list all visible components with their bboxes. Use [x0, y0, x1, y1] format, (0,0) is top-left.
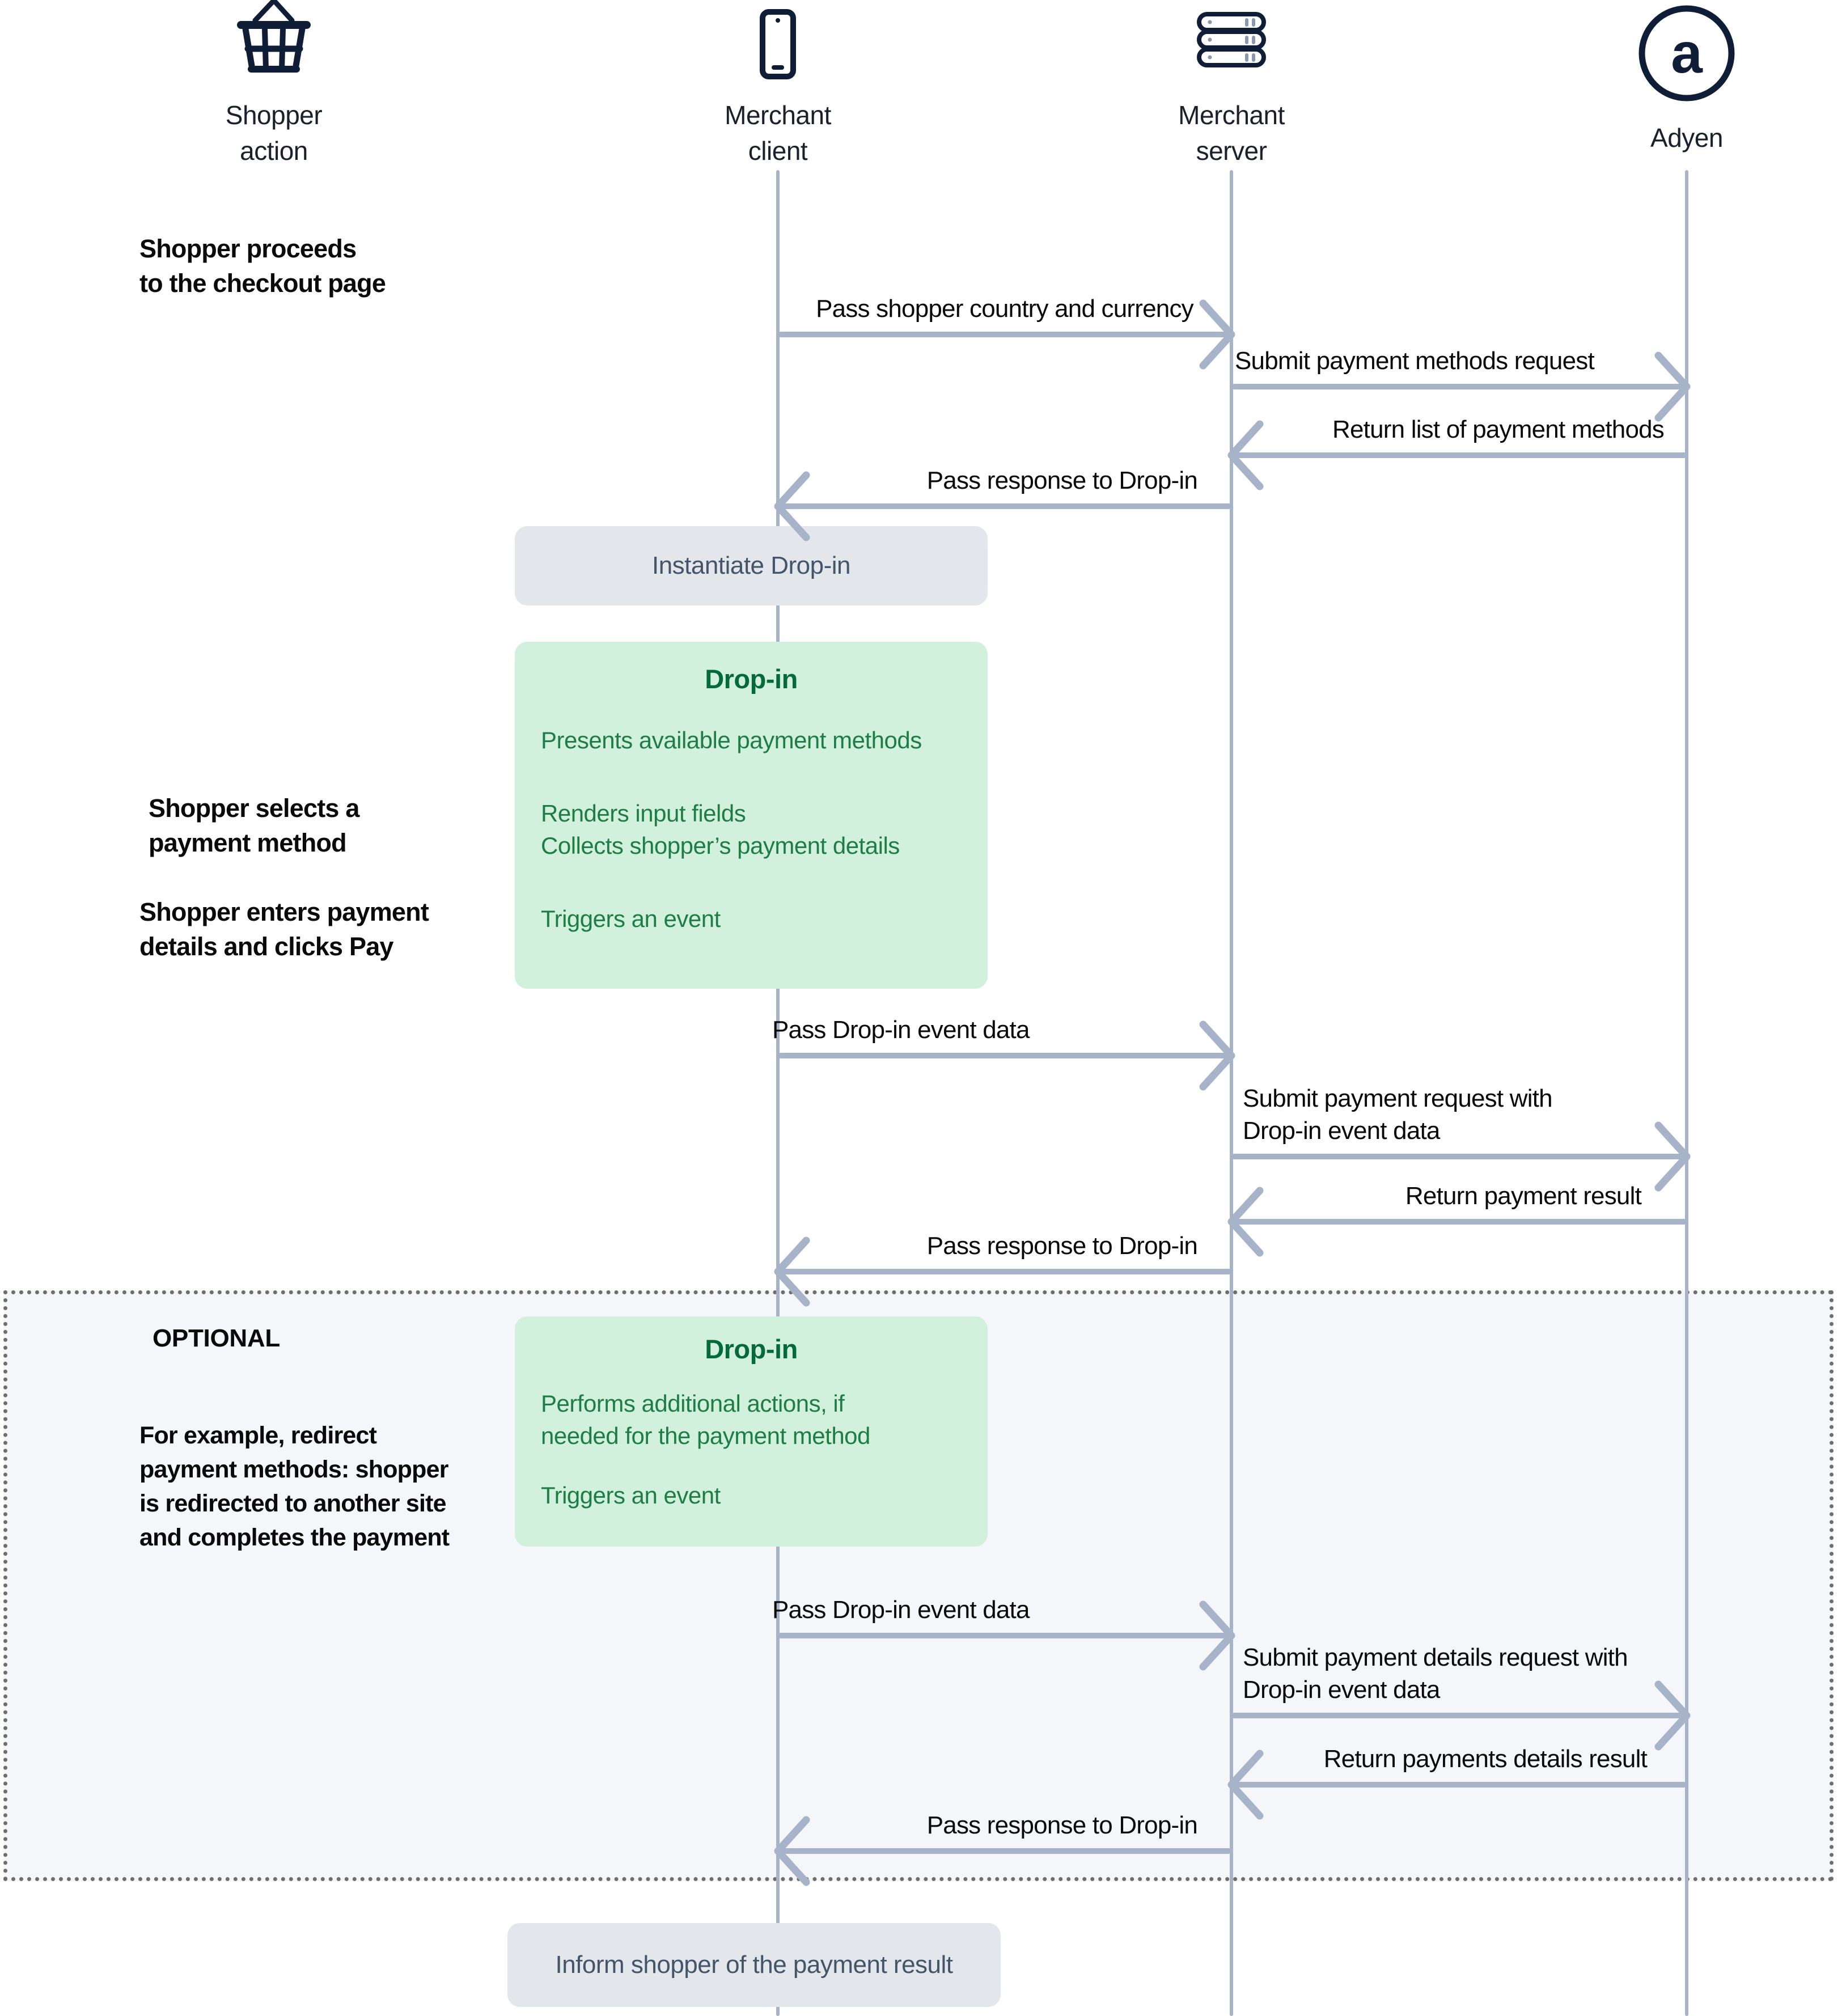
message-arrow-8: Pass response to Drop-in: [774, 1232, 1231, 1307]
message-label: Pass Drop-in event data: [772, 1596, 1030, 1624]
arrowhead-left-icon: [774, 1816, 810, 1886]
arrowhead-left-icon: [1227, 420, 1264, 490]
message-arrow-7: Return payment result: [1227, 1182, 1687, 1257]
message-arrow-4: Pass response to Drop-in: [774, 467, 1231, 541]
actor-label-adyen: Adyen: [1650, 123, 1723, 153]
actor-label-merchant-client: Merchant client: [725, 100, 831, 166]
message-label: Pass response to Drop-in: [926, 467, 1198, 494]
dropin-box2-line1: Performs additional actions, if needed f…: [541, 1390, 870, 1449]
message-arrow-1: Pass shopper country and currency: [778, 295, 1235, 370]
arrowhead-right-icon: [1199, 1020, 1235, 1091]
message-label: Return payments details result: [1323, 1745, 1648, 1773]
arrowhead-right-icon: [1654, 351, 1691, 422]
lifeline-merchant-client: [776, 170, 780, 2016]
actor-merchant-server: Merchant server: [1107, 0, 1356, 176]
dropin-note-box-2: Drop-in Performs additional actions, if …: [515, 1316, 988, 1547]
actor-label-merchant-server: Merchant server: [1178, 100, 1285, 166]
inform-shopper-text: Inform shopper of the payment result: [555, 1951, 953, 1979]
note-shopper-proceeds: Shopper proceeds to the checkout page: [139, 234, 386, 298]
inform-shopper-box: Inform shopper of the payment result: [507, 1923, 1001, 2007]
instantiate-dropin-box: Instantiate Drop-in: [515, 526, 988, 605]
actor-label-shopper-action: Shopper action: [225, 100, 323, 166]
message-label: Pass Drop-in event data: [772, 1016, 1030, 1044]
actor-adyen: a Adyen: [1562, 0, 1811, 176]
message-arrow-2: Submit payment methods request: [1231, 347, 1691, 422]
note-shopper-selects: Shopper selects a payment method: [149, 794, 359, 857]
server-icon: [1197, 12, 1266, 67]
dropin-box1-line2: Renders input fields Collects shopper’s …: [541, 800, 900, 859]
lifeline-merchant-server: [1230, 170, 1233, 2016]
message-arrow-12: Pass response to Drop-in: [774, 1811, 1231, 1886]
note-shopper-enters: Shopper enters payment details and click…: [139, 897, 429, 961]
message-label: Return payment result: [1405, 1182, 1642, 1210]
arrowhead-right-icon: [1199, 1600, 1235, 1671]
arrowhead-right-icon: [1654, 1121, 1691, 1192]
message-arrow-5: Pass Drop-in event data: [772, 1016, 1235, 1091]
arrowhead-left-icon: [1227, 1187, 1264, 1257]
arrowhead-left-icon: [1227, 1750, 1264, 1820]
optional-label: OPTIONAL: [153, 1324, 280, 1352]
message-label: Pass response to Drop-in: [926, 1811, 1198, 1839]
arrowhead-right-icon: [1199, 299, 1235, 370]
arrowhead-right-icon: [1654, 1680, 1691, 1751]
adyen-logo-icon: a: [1638, 5, 1735, 101]
dropin-box2-line2: Triggers an event: [541, 1482, 721, 1509]
message-arrow-9: Pass Drop-in event data: [772, 1596, 1235, 1671]
instantiate-dropin-text: Instantiate Drop-in: [651, 552, 851, 579]
message-label: Return list of payment methods: [1332, 416, 1665, 443]
message-arrow-10: Submit payment details request with Drop…: [1231, 1644, 1691, 1751]
message-label: Submit payment details request with Drop…: [1243, 1644, 1628, 1704]
dropin-box2-title: Drop-in: [705, 1334, 798, 1364]
message-label: Pass shopper country and currency: [816, 295, 1194, 323]
dropin-box1-title: Drop-in: [705, 664, 798, 694]
message-label: Submit payment methods request: [1235, 347, 1595, 375]
basket-icon: [237, 0, 311, 73]
message-label: Pass response to Drop-in: [926, 1232, 1198, 1260]
svg-text:a: a: [1671, 22, 1703, 85]
message-label: Submit payment request with Drop-in even…: [1243, 1085, 1553, 1145]
actor-shopper-action: Shopper action: [149, 0, 399, 176]
lifeline-adyen: [1685, 170, 1688, 2016]
arrowhead-left-icon: [774, 1236, 810, 1307]
phone-icon: [760, 9, 796, 79]
message-arrow-11: Return payments details result: [1227, 1745, 1687, 1820]
message-arrow-6: Submit payment request with Drop-in even…: [1231, 1085, 1691, 1192]
dropin-box1-line3: Triggers an event: [541, 905, 721, 932]
dropin-box1-line1: Presents available payment methods: [541, 727, 922, 753]
actor-merchant-client: Merchant client: [653, 0, 903, 176]
note-redirect-example: For example, redirect payment methods: s…: [139, 1422, 450, 1551]
arrowhead-left-icon: [774, 471, 810, 541]
message-arrow-3: Return list of payment methods: [1227, 416, 1687, 490]
dropin-note-box-1: Drop-in Presents available payment metho…: [515, 642, 988, 989]
